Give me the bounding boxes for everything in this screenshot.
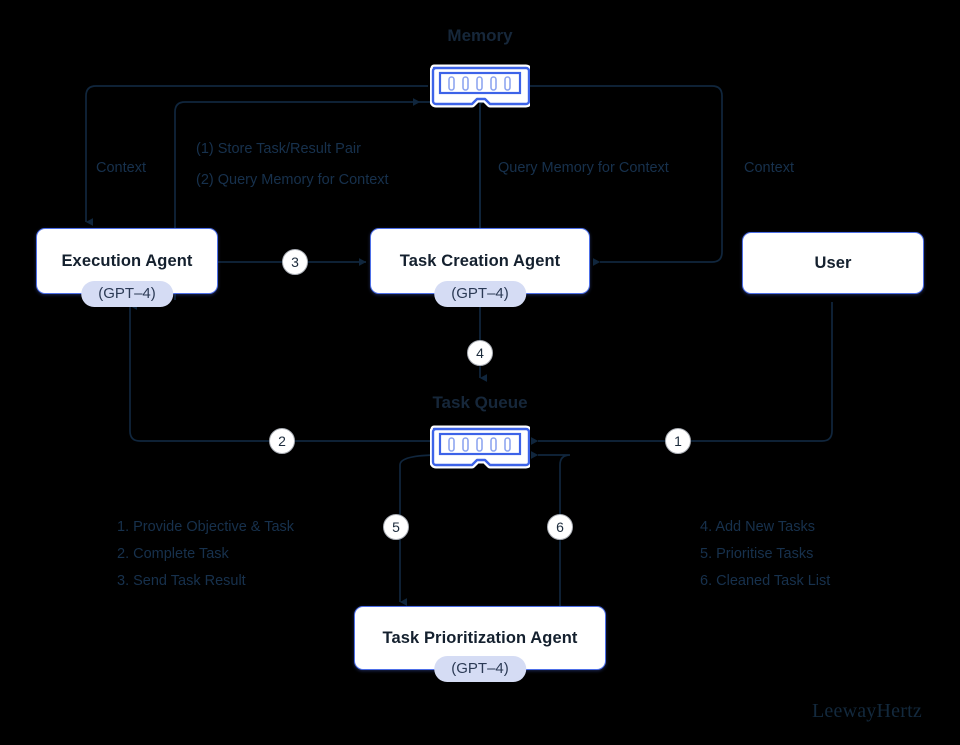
legend-left-item-3: 3. Send Task Result (117, 573, 246, 589)
legend-right: 4. Add New Tasks 5. Prioritise Tasks 6. … (700, 514, 830, 595)
memory-title: Memory (447, 26, 513, 45)
node-task-creation-agent[interactable]: Task Creation Agent (370, 228, 590, 294)
wire-taskqueue-to-execution (129, 302, 430, 442)
step-marker-2: 2 (269, 428, 295, 454)
wire-user-to-taskqueue (531, 302, 833, 445)
caption-query-memory-for-context-right: Query Memory for Context (498, 160, 669, 176)
legend-left: 1. Provide Objective & Task 2. Complete … (117, 514, 294, 595)
task-creation-agent-model-badge: (GPT–4) (434, 281, 526, 307)
legend-left-item-1: 1. Provide Objective & Task (117, 519, 295, 535)
task-prioritization-agent-model-badge: (GPT–4) (434, 656, 526, 682)
caption-context-right: Context (744, 160, 794, 176)
step-marker-3: 3 (282, 249, 308, 275)
memory-module-icon (429, 62, 533, 110)
step-marker-5: 5 (383, 514, 409, 540)
step-marker-1: 1 (665, 428, 691, 454)
caption-query-memory-for-context: (2) Query Memory for Context (196, 172, 389, 188)
node-task-creation-agent-label: Task Creation Agent (399, 251, 561, 270)
execution-agent-model-badge: (GPT–4) (81, 281, 173, 307)
node-user-label: User (814, 253, 852, 272)
legend-right-item-4: 4. Add New Tasks (700, 519, 815, 535)
step-marker-4: 4 (467, 340, 493, 366)
wire-taskcreation-to-memory (420, 101, 485, 228)
caption-context-left: Context (96, 160, 146, 176)
node-task-prioritization-agent-label: Task Prioritization Agent (382, 628, 578, 647)
node-task-prioritization-agent[interactable]: Task Prioritization Agent (354, 606, 606, 670)
node-user[interactable]: User (742, 232, 924, 294)
caption-store-task-result-pair: (1) Store Task/Result Pair (196, 141, 361, 157)
task-queue-title: Task Queue (432, 393, 528, 412)
step-marker-6: 6 (547, 514, 573, 540)
legend-right-item-5: 5. Prioritise Tasks (700, 546, 814, 562)
legend-left-item-2: 2. Complete Task (117, 546, 229, 562)
node-execution-agent-label: Execution Agent (61, 251, 193, 270)
brand-logo: LeewayHertz (812, 700, 922, 722)
task-queue-module-icon (429, 423, 533, 471)
legend-right-item-6: 6. Cleaned Task List (700, 573, 831, 589)
